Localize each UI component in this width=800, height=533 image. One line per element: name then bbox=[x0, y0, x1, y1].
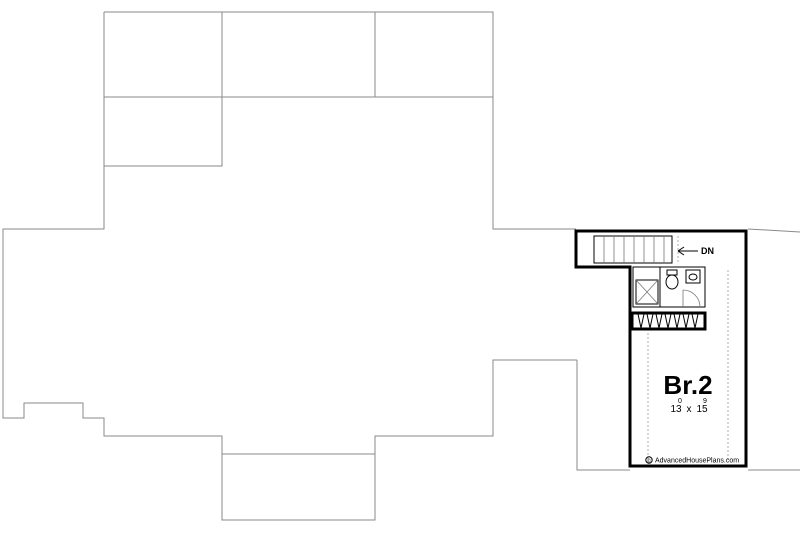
bedroom-width-feet: 13 bbox=[670, 404, 682, 415]
bedroom-length-inches: 9 bbox=[703, 398, 707, 405]
bedroom-dimension-separator: x bbox=[687, 404, 692, 415]
watermark-text: AdvancedHousePlans.com bbox=[655, 458, 739, 465]
bedroom-name: Br.2 bbox=[663, 370, 712, 400]
roof-outline bbox=[2, 11, 800, 521]
bedroom-length-feet: 15 bbox=[696, 404, 708, 415]
closet bbox=[630, 311, 707, 331]
bathroom bbox=[632, 266, 706, 308]
ceiling-lines bbox=[647, 270, 729, 462]
stair-down-label: DN bbox=[701, 246, 714, 256]
copyright-icon: © bbox=[647, 457, 651, 464]
staircase bbox=[593, 235, 698, 264]
bedroom-wing-walls bbox=[574, 229, 748, 468]
bedroom-width-inches: 0 bbox=[678, 398, 682, 405]
